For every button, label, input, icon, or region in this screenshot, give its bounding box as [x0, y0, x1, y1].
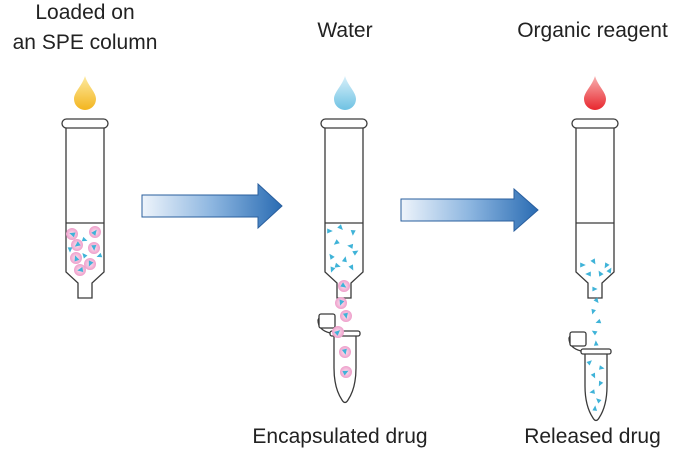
- drug-molecule-icon: [337, 224, 343, 231]
- step1-title-line1: Loaded on: [35, 1, 135, 24]
- drug-molecule-icon: [590, 258, 596, 265]
- drug-molecule-icon: [96, 252, 103, 258]
- spe-column-step2: [320, 118, 368, 299]
- drug-molecule-icon: [342, 370, 349, 376]
- drug-molecule-icon: [334, 262, 341, 268]
- drug-molecule-icon: [598, 380, 604, 387]
- drug-molecule-icon: [580, 262, 586, 268]
- drug-molecule-icon: [342, 312, 348, 319]
- drug-molecule-icon: [350, 230, 356, 236]
- drug-molecule-icon: [341, 256, 347, 263]
- drug-molecule-icon: [598, 270, 604, 277]
- drug-molecule-icon: [591, 330, 598, 336]
- drug-molecule-icon: [77, 267, 84, 272]
- drug-molecule-icon: [592, 405, 598, 411]
- drug-molecule-icon: [590, 372, 596, 379]
- drug-molecule-icon: [592, 286, 598, 292]
- drug-molecule-icon: [593, 340, 599, 346]
- drug-molecule-icon: [67, 247, 73, 253]
- drug-molecule-icon: [347, 243, 354, 249]
- drug-molecule-icon: [81, 236, 88, 242]
- arrow-right-icon-2: [400, 187, 539, 233]
- drug-molecule-icon: [334, 330, 341, 336]
- drug-molecule-icon: [591, 308, 596, 315]
- step1-title-line2: an SPE column: [12, 31, 158, 54]
- drug-molecule-icon: [589, 389, 595, 394]
- drug-molecule-icon: [327, 228, 333, 234]
- drug-molecule-icon: [596, 398, 602, 404]
- drug-molecule-icon: [599, 365, 605, 370]
- drug-molecule-icon: [74, 255, 80, 262]
- collection-tube-step3: [568, 331, 612, 422]
- spe-column-step1: [61, 118, 109, 299]
- step3-bottom-label: Released drug: [524, 425, 661, 448]
- drug-molecule-icon: [604, 262, 610, 269]
- drug-molecule-icon: [341, 348, 347, 355]
- drug-molecule-icon: [333, 239, 340, 245]
- drug-molecule-icon: [88, 260, 94, 267]
- step2-title: Water: [317, 19, 373, 42]
- drug-molecule-icon: [330, 266, 336, 273]
- spe-column-step3: [571, 118, 619, 299]
- yellow-drop-icon: [74, 76, 96, 110]
- drug-molecule-icon: [595, 318, 602, 324]
- drug-molecule-icon: [91, 245, 97, 251]
- step2-bottom-label: Encapsulated drug: [252, 425, 428, 448]
- drug-molecule-icon: [91, 229, 97, 236]
- drug-molecule-icon: [74, 241, 81, 247]
- drug-molecule-icon: [329, 253, 335, 260]
- drug-molecule-icon: [593, 297, 599, 304]
- red-drop-icon: [584, 76, 606, 110]
- arrow-right-icon-1: [141, 182, 283, 230]
- drug-molecule-icon: [339, 299, 345, 306]
- drug-molecule-group: [67, 224, 612, 411]
- drug-molecule-icon: [69, 232, 76, 238]
- drug-molecule-icon: [606, 267, 612, 274]
- vesicle-group: [66, 226, 352, 378]
- step3-title: Organic reagent: [517, 19, 668, 42]
- drug-molecule-icon: [348, 264, 354, 271]
- drug-molecule-icon: [586, 360, 592, 366]
- drug-molecule-icon: [340, 282, 347, 288]
- drug-molecule-icon: [585, 271, 591, 277]
- drug-molecule-icon: [82, 253, 88, 259]
- blue-drop-icon: [334, 76, 356, 110]
- drug-molecule-icon: [352, 250, 359, 256]
